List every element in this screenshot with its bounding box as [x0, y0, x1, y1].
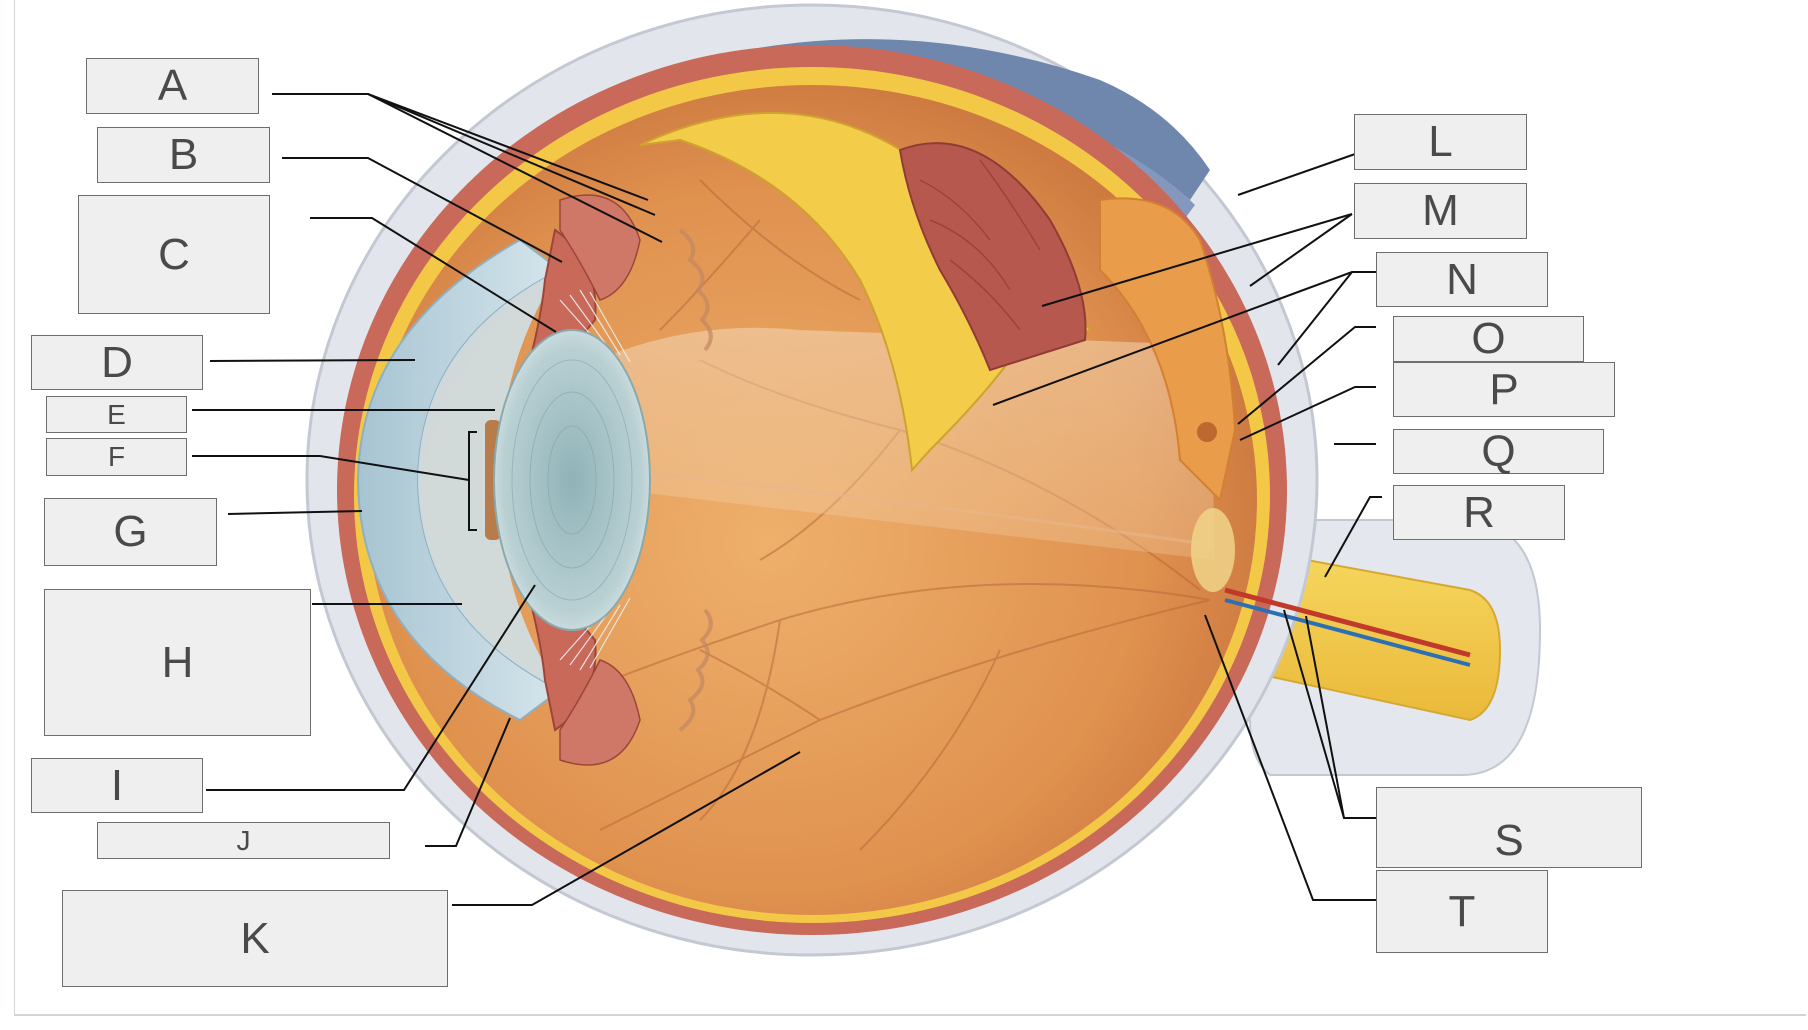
label-box-o[interactable]: O	[1393, 314, 1584, 363]
label-box-d[interactable]: D	[31, 335, 203, 390]
label-box-t[interactable]: T	[1376, 870, 1548, 953]
label-box-h[interactable]: H	[44, 589, 311, 736]
choroid-texture	[919, 159, 1041, 331]
label-box-m[interactable]: M	[1354, 183, 1527, 239]
ora-serrata-edge	[678, 228, 713, 732]
fovea-spot	[1197, 422, 1217, 442]
label-text: R	[1463, 487, 1495, 537]
label-text: T	[1448, 886, 1476, 936]
label-box-g[interactable]: G	[44, 498, 217, 566]
label-text: G	[113, 507, 148, 556]
label-text: C	[158, 229, 190, 279]
ciliary-body-lower	[559, 659, 641, 766]
lens	[493, 329, 651, 631]
label-text: H	[161, 637, 194, 687]
label-text: K	[240, 913, 270, 963]
label-text: S	[1494, 815, 1524, 865]
label-text: E	[107, 398, 126, 430]
label-box-c[interactable]: C	[78, 195, 270, 314]
choroid-peeled-section	[898, 142, 1087, 372]
label-text: A	[157, 61, 188, 110]
label-box-p[interactable]: P	[1393, 362, 1615, 417]
label-box-e[interactable]: E	[46, 396, 187, 433]
central-artery	[1224, 587, 1471, 658]
label-text: Q	[1481, 426, 1516, 476]
label-box-r[interactable]: R	[1393, 485, 1565, 540]
label-box-n[interactable]: N	[1376, 252, 1548, 307]
label-text: M	[1422, 186, 1459, 235]
label-box-f[interactable]: F	[46, 438, 187, 476]
label-box-a[interactable]: A	[86, 58, 259, 114]
label-box-q[interactable]: Q	[1393, 426, 1604, 476]
central-vein	[1224, 598, 1471, 667]
label-box-b[interactable]: B	[97, 127, 270, 183]
label-text: F	[107, 441, 126, 472]
label-text: J	[236, 824, 251, 856]
leader-lines	[192, 93, 1382, 906]
label-text: D	[101, 337, 133, 387]
label-box-k[interactable]: K	[62, 890, 448, 987]
label-box-l[interactable]: L	[1354, 114, 1527, 170]
lens-rings	[511, 359, 633, 601]
label-box-s[interactable]: S	[1376, 787, 1642, 868]
label-text: P	[1489, 364, 1519, 414]
label-text: I	[110, 760, 124, 810]
label-text: N	[1446, 254, 1478, 304]
optic-disc	[1191, 508, 1235, 592]
label-box-i[interactable]: I	[31, 758, 203, 813]
bracket-f	[468, 431, 477, 531]
retina-peeled-flap	[639, 111, 1092, 473]
diagram-frame	[14, 0, 1806, 1016]
band-divider	[619, 468, 1213, 547]
label-text: B	[168, 130, 199, 179]
label-box-j[interactable]: J	[97, 822, 390, 859]
label-text: L	[1428, 117, 1453, 166]
label-text: O	[1471, 314, 1506, 363]
